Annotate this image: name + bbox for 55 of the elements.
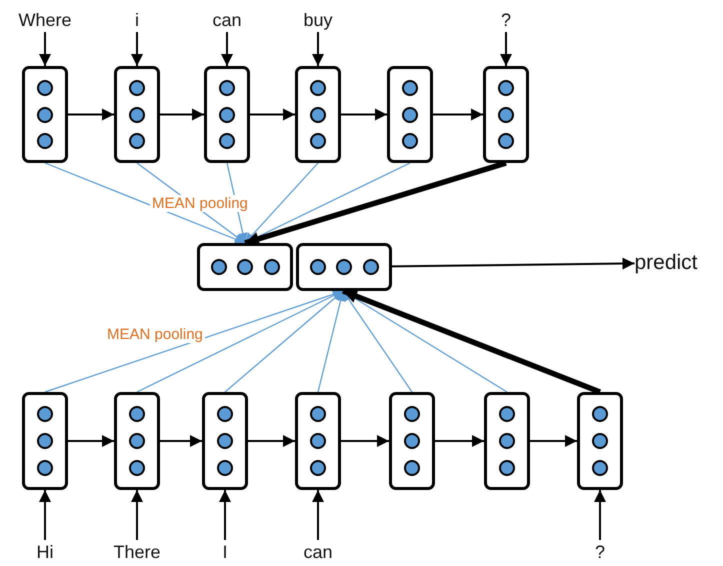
hidden-state-vector — [114, 66, 160, 163]
token-label: Hi — [36, 542, 54, 562]
arrow — [248, 435, 295, 447]
arrow — [131, 490, 143, 540]
arrow — [392, 258, 634, 270]
arrow — [530, 435, 577, 447]
arrow — [341, 435, 389, 447]
arrow — [342, 288, 601, 395]
hidden-state-vector — [484, 392, 530, 490]
arrow — [433, 108, 483, 120]
hidden-state-vector — [577, 392, 623, 490]
token-label: ? — [594, 542, 605, 562]
token-label: Where — [18, 10, 72, 30]
pooled-vector — [296, 243, 392, 291]
arrow — [250, 108, 295, 120]
hidden-state-vector — [22, 392, 68, 490]
output-label: predict — [634, 253, 698, 273]
token-label: buy — [303, 10, 333, 30]
hidden-state-vector — [387, 66, 433, 163]
token-label: There — [113, 542, 161, 562]
hidden-state-vector — [295, 392, 341, 490]
annotation-label: MEAN pooling — [105, 326, 205, 343]
arrow — [160, 435, 202, 447]
token-label: i — [135, 10, 139, 30]
arrow — [594, 490, 606, 540]
arrow — [39, 490, 51, 540]
token-label: I — [222, 542, 228, 562]
arrow — [312, 32, 324, 66]
token-label: can — [303, 542, 333, 562]
hidden-state-vector — [295, 66, 341, 163]
annotation-label: MEAN pooling — [150, 195, 250, 212]
arrow — [224, 290, 344, 392]
arrow — [39, 32, 51, 66]
arrow — [435, 435, 484, 447]
pooled-vector — [197, 243, 293, 291]
arrow — [44, 162, 246, 244]
hidden-state-vector — [22, 66, 68, 163]
hidden-state-vector — [389, 392, 435, 490]
arrow — [131, 32, 143, 66]
token-label: ? — [500, 10, 511, 30]
arrow — [68, 108, 114, 120]
hidden-state-vector — [114, 392, 160, 490]
arrow — [68, 435, 114, 447]
arrow — [244, 160, 507, 246]
arrow — [160, 108, 204, 120]
hidden-state-vector — [202, 392, 248, 490]
arrow — [219, 490, 231, 540]
arrow — [317, 290, 346, 392]
hidden-state-vector — [483, 66, 529, 163]
token-label: can — [212, 10, 242, 30]
hidden-state-vector — [204, 66, 250, 163]
arrow — [500, 32, 512, 66]
arrow — [341, 108, 387, 120]
arrow — [221, 32, 233, 66]
arrow — [312, 490, 324, 540]
